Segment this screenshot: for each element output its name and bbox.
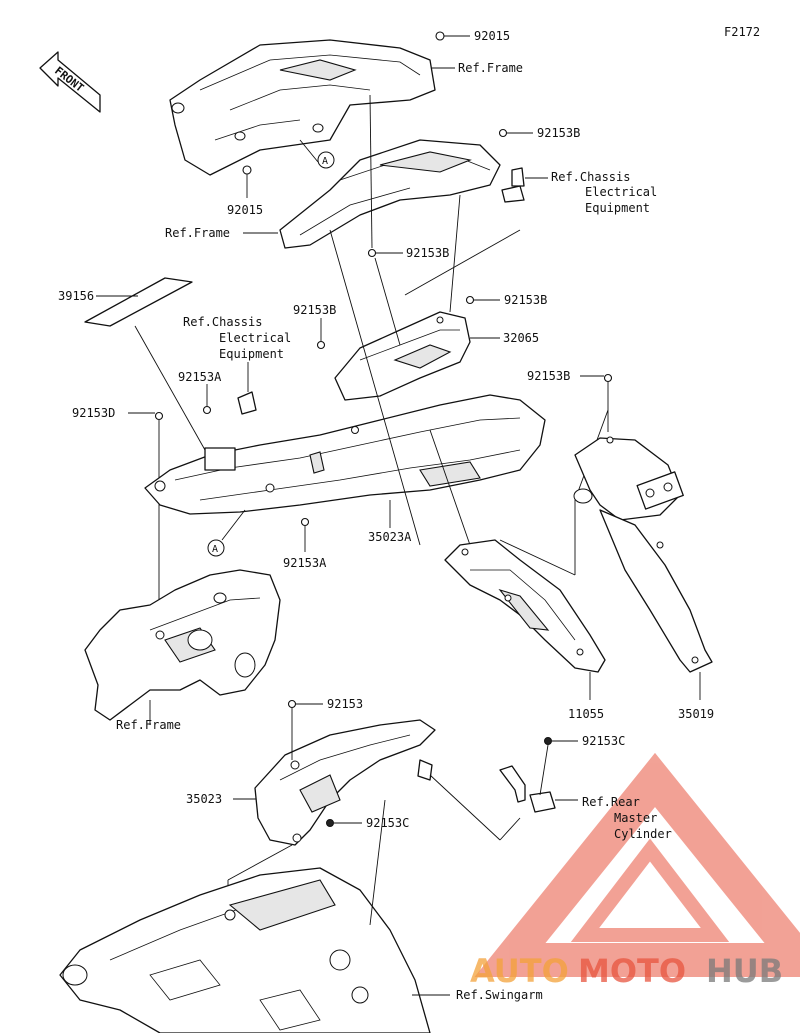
label-ref-rear-2: Master	[614, 811, 657, 825]
label-92153D: 92153D	[72, 406, 115, 420]
rear-master-bracket	[499, 765, 578, 813]
label-ref-chassis-right-2: Electrical	[585, 185, 657, 199]
bolt-92153B-far	[580, 373, 613, 432]
label-ref-chassis-right-1: Ref.Chassis	[551, 170, 630, 184]
part-35019-license-bracket	[573, 436, 713, 673]
figure-code: F2172	[724, 25, 760, 39]
watermark-logo	[474, 752, 800, 977]
watermark-text: AUTO MOTO HUB	[470, 952, 783, 990]
label-ref-chassis-left-1: Ref.Chassis	[183, 315, 262, 329]
label-ref-rear-3: Cylinder	[614, 827, 672, 841]
label-92153B-far: 92153B	[527, 369, 570, 383]
label-32065: 32065	[503, 331, 539, 345]
bolt-92153B-top	[498, 128, 533, 138]
label-11055: 11055	[568, 707, 604, 721]
label-92153B-mid: 92153B	[406, 246, 449, 260]
label-92153C-right: 92153C	[582, 734, 625, 748]
upper-frame-part	[169, 39, 436, 176]
label-ref-swingarm: Ref.Swingarm	[456, 988, 543, 1002]
label-92015-left: 92015	[227, 203, 263, 217]
bolt-92153B-mid	[367, 248, 403, 258]
label-35019: 35019	[678, 707, 714, 721]
callout-a-top: A	[299, 139, 335, 169]
label-92015-top: 92015	[474, 29, 510, 43]
label-35023A: 35023A	[368, 530, 412, 544]
bolt-92153C-right	[539, 737, 578, 796]
bolt-92153B-left	[316, 318, 326, 350]
bolt-92153A-lower	[300, 517, 310, 552]
bolt-92153	[287, 699, 323, 760]
label-92153C-left: 92153C	[366, 816, 409, 830]
svg-text:HUB: HUB	[706, 952, 783, 990]
callout-a-low: A	[207, 509, 246, 557]
label-92153A-upper: 92153A	[178, 370, 222, 384]
part-35023A-fender	[144, 394, 546, 515]
swingarm-part	[59, 867, 431, 1033]
label-ref-chassis-left-3: Equipment	[219, 347, 284, 361]
svg-text:MOTO: MOTO	[578, 952, 686, 990]
bolt-92153A-upper	[202, 384, 212, 415]
label-ref-chassis-left-2: Electrical	[219, 331, 291, 345]
mid-frame-part	[279, 139, 501, 249]
part-11055-bracket	[444, 539, 606, 673]
part-35023-fender	[254, 719, 436, 846]
front-arrow-icon: FRONT	[39, 51, 101, 113]
bolt-92153B-right	[465, 295, 500, 305]
label-ref-rear-1: Ref.Rear	[582, 795, 640, 809]
label-35023: 35023	[186, 792, 222, 806]
label-ref-frame-top: Ref.Frame	[458, 61, 523, 75]
bolt-92153C-left	[326, 819, 362, 827]
part-39156-pad	[84, 277, 193, 327]
lower-frame-part	[84, 569, 281, 721]
label-ref-frame-low: Ref.Frame	[116, 718, 181, 732]
chassis-bracket-right	[501, 167, 548, 203]
bolt-92015-top	[435, 31, 445, 41]
svg-text:A: A	[322, 156, 328, 167]
chassis-bracket-left	[237, 362, 257, 415]
label-92153B-left: 92153B	[293, 303, 336, 317]
label-ref-chassis-right-3: Equipment	[585, 201, 650, 215]
svg-text:AUTO: AUTO	[470, 952, 569, 990]
svg-text:A: A	[212, 544, 218, 555]
label-92153: 92153	[327, 697, 363, 711]
bolt-92015-left	[242, 165, 252, 198]
label-92153A-lower: 92153A	[283, 556, 327, 570]
label-92153B-top: 92153B	[537, 126, 580, 140]
label-39156: 39156	[58, 289, 94, 303]
label-92153B-right: 92153B	[504, 293, 547, 307]
part-32065-cover	[334, 311, 471, 401]
label-ref-frame-mid: Ref.Frame	[165, 226, 230, 240]
